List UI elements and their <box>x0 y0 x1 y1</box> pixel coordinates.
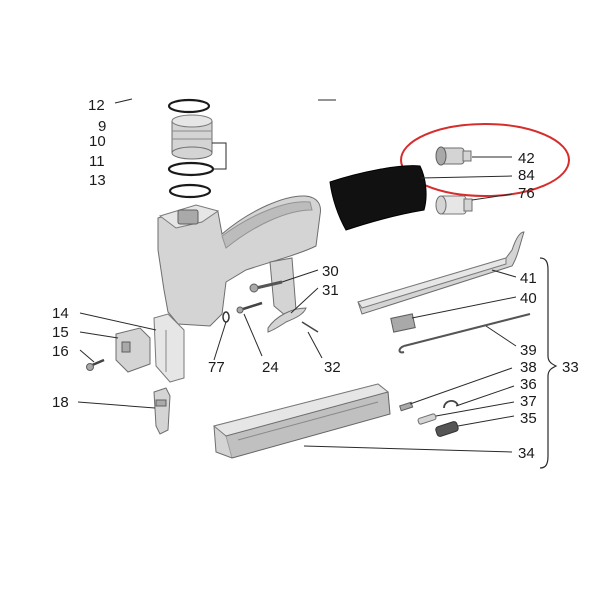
plug-76 <box>435 195 473 215</box>
leader-84 <box>420 175 513 179</box>
label-41: 41 <box>520 270 537 287</box>
screw-16 <box>86 358 105 371</box>
highlight-circle-42 <box>400 123 570 197</box>
leader-36 <box>455 385 515 407</box>
trigger-31 <box>267 307 307 333</box>
rail-41 <box>357 231 525 315</box>
spring-37 <box>417 413 437 425</box>
label-31: 31 <box>322 282 339 299</box>
label-24: 24 <box>262 359 279 376</box>
leader-39 <box>485 325 517 347</box>
plate-15 <box>115 327 151 373</box>
rod-39 <box>398 313 531 354</box>
leader-14 <box>79 312 157 331</box>
fitting-42 <box>435 146 472 166</box>
brace-33 <box>539 257 558 469</box>
plate-14 <box>153 313 185 383</box>
leader-77 <box>213 321 227 361</box>
o-ring-11 <box>167 161 215 177</box>
label-37: 37 <box>520 393 537 410</box>
magazine-34 <box>212 383 391 459</box>
grip-sleeve-84 <box>329 165 427 231</box>
spring-pin-32 <box>301 321 319 333</box>
label-38: 38 <box>520 359 537 376</box>
leader-41 <box>491 269 517 278</box>
leader-12 <box>114 98 133 104</box>
leader-15 <box>79 331 119 339</box>
pin-24 <box>236 301 263 314</box>
bushing-10 <box>171 114 213 160</box>
label-32: 32 <box>324 359 341 376</box>
leader-24 <box>243 313 263 357</box>
block-40 <box>390 313 416 333</box>
leader-18 <box>77 401 156 409</box>
leader-76 <box>471 193 513 201</box>
label-84: 84 <box>518 167 535 184</box>
o-ring-13 <box>168 183 212 199</box>
bracket-10-11 <box>212 142 227 170</box>
label-9: 9 <box>98 118 106 135</box>
label-12: 12 <box>88 97 105 114</box>
label-10: 10 <box>89 133 106 150</box>
label-30: 30 <box>322 263 339 280</box>
label-16: 16 <box>52 343 69 360</box>
label-34: 34 <box>518 445 535 462</box>
label-33: 33 <box>562 359 579 376</box>
o-ring-9 <box>167 98 211 114</box>
clip-ring-77 <box>222 311 230 323</box>
leader-16 <box>79 349 95 363</box>
pin-38 <box>399 401 414 412</box>
label-40: 40 <box>520 290 537 307</box>
leader-31 <box>290 287 319 314</box>
leader-35 <box>457 415 515 427</box>
label-36: 36 <box>520 376 537 393</box>
label-14: 14 <box>52 305 69 322</box>
label-35: 35 <box>520 410 537 427</box>
leader-37 <box>435 401 515 417</box>
leader-40 <box>411 296 517 319</box>
label-18: 18 <box>52 394 69 411</box>
leader-34 <box>303 445 513 453</box>
leader-38 <box>409 367 513 405</box>
label-15: 15 <box>52 324 69 341</box>
label-39: 39 <box>520 342 537 359</box>
leader-32 <box>307 331 323 359</box>
label-77: 77 <box>208 359 225 376</box>
clip-36 <box>443 400 459 409</box>
label-42: 42 <box>518 150 535 167</box>
sleeve-35 <box>435 421 459 437</box>
label-11: 11 <box>89 153 105 170</box>
clip-18 <box>153 387 171 435</box>
tool-body <box>157 195 321 327</box>
screw-30 <box>249 280 283 293</box>
label-13: 13 <box>89 172 106 189</box>
label-76: 76 <box>518 185 535 202</box>
leader-30 <box>281 269 319 283</box>
